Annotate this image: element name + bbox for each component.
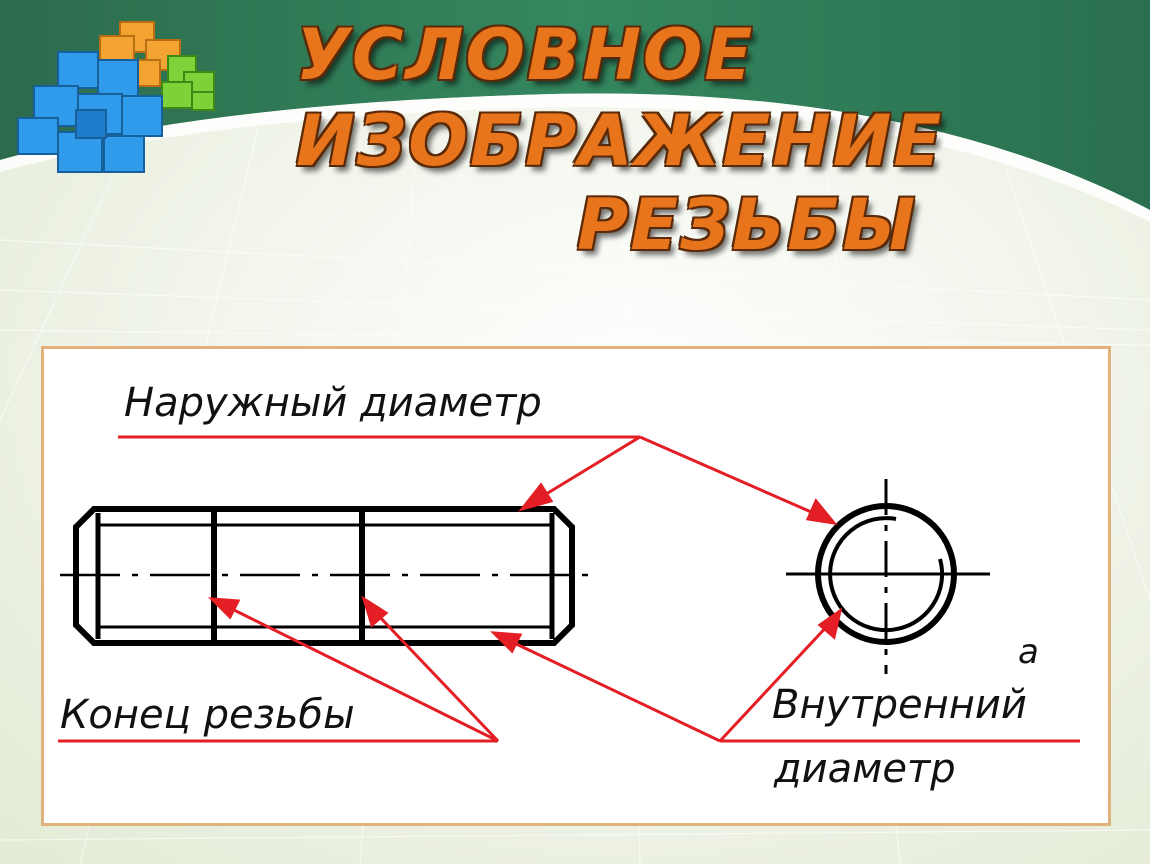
view-letter-label: а	[1018, 632, 1039, 672]
outer-diameter-leaders	[517, 435, 838, 526]
puzzle-cubes-logo-icon	[17, 21, 215, 173]
slide-title-line-2: ИЗОБРАЖЕНИЕ	[296, 100, 944, 182]
diagram-frame: Наружный диаметр Конец резьбы Внутренний…	[41, 346, 1111, 826]
inner-diameter-leaders	[490, 607, 843, 743]
inner-diameter-label-line-1: Внутренний	[772, 682, 1027, 728]
inner-diameter-label-line-2: диаметр	[774, 746, 956, 792]
thread-diagram	[58, 435, 1080, 743]
bolt-end-view	[786, 479, 990, 674]
slide-title-line-1: УСЛОВНОЕ	[296, 14, 755, 96]
bolt-side-view	[60, 506, 600, 646]
outer-diameter-label: Наружный диаметр	[124, 380, 542, 426]
thread-end-leaders	[208, 595, 500, 743]
thread-end-label: Конец резьбы	[60, 692, 355, 738]
slide-title-line-3: РЕЗЬБЫ	[577, 184, 918, 266]
